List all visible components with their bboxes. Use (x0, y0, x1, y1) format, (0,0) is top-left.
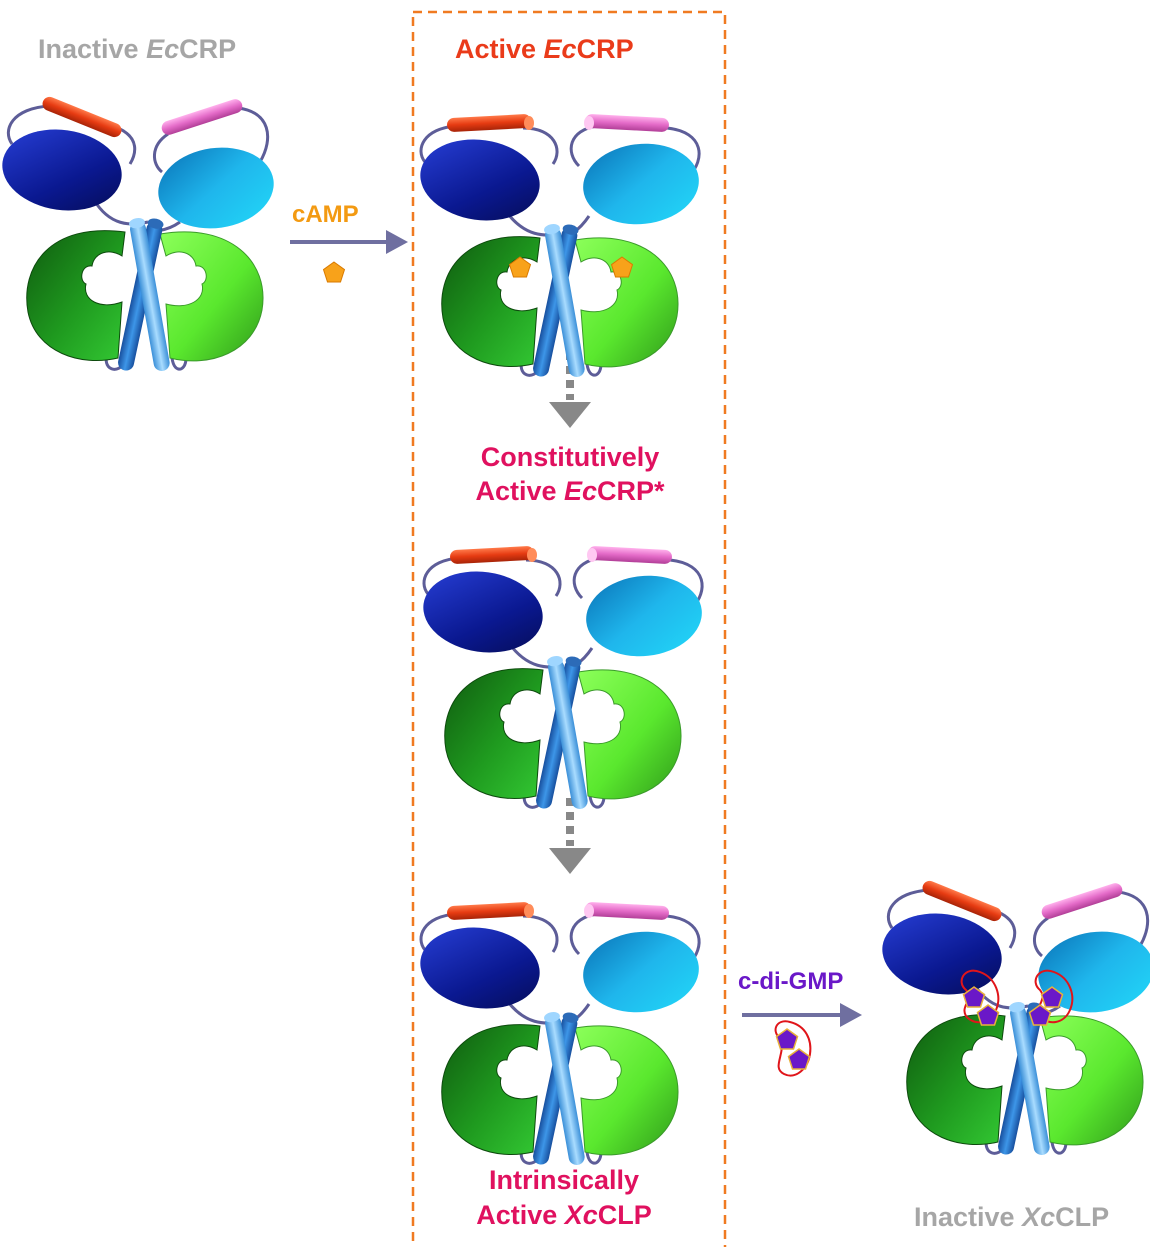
cdigmp-ligand-icon (776, 1021, 811, 1075)
label-inactive-xcclp: Inactive XcCLP (914, 1202, 1109, 1232)
dashed-arrow-2 (549, 798, 591, 874)
label-camp: cAMP (292, 201, 359, 228)
label-inactive-eccrp: Inactive EcCRP (38, 34, 236, 64)
constitutive-eccrp-structure (418, 546, 706, 810)
label-constitutive-line2: Active EcCRP* (475, 476, 665, 506)
label-cdigmp: c-di-GMP (738, 968, 843, 995)
active-xcclp-structure (415, 902, 703, 1166)
label-intrinsic-line2: Active XcCLP (476, 1200, 652, 1230)
label-intrinsic-line1: Intrinsically (489, 1165, 639, 1195)
cdigmp-arrow (742, 1003, 862, 1027)
label-active-eccrp: Active EcCRP (455, 34, 634, 64)
camp-arrow (290, 230, 408, 254)
label-constitutive-line1: Constitutively (481, 442, 660, 472)
camp-ligand-icon (324, 262, 345, 282)
inactive-eccrp-structure (0, 95, 279, 372)
inactive-xcclp-structure (877, 879, 1150, 1156)
active-eccrp-structure (415, 114, 703, 378)
